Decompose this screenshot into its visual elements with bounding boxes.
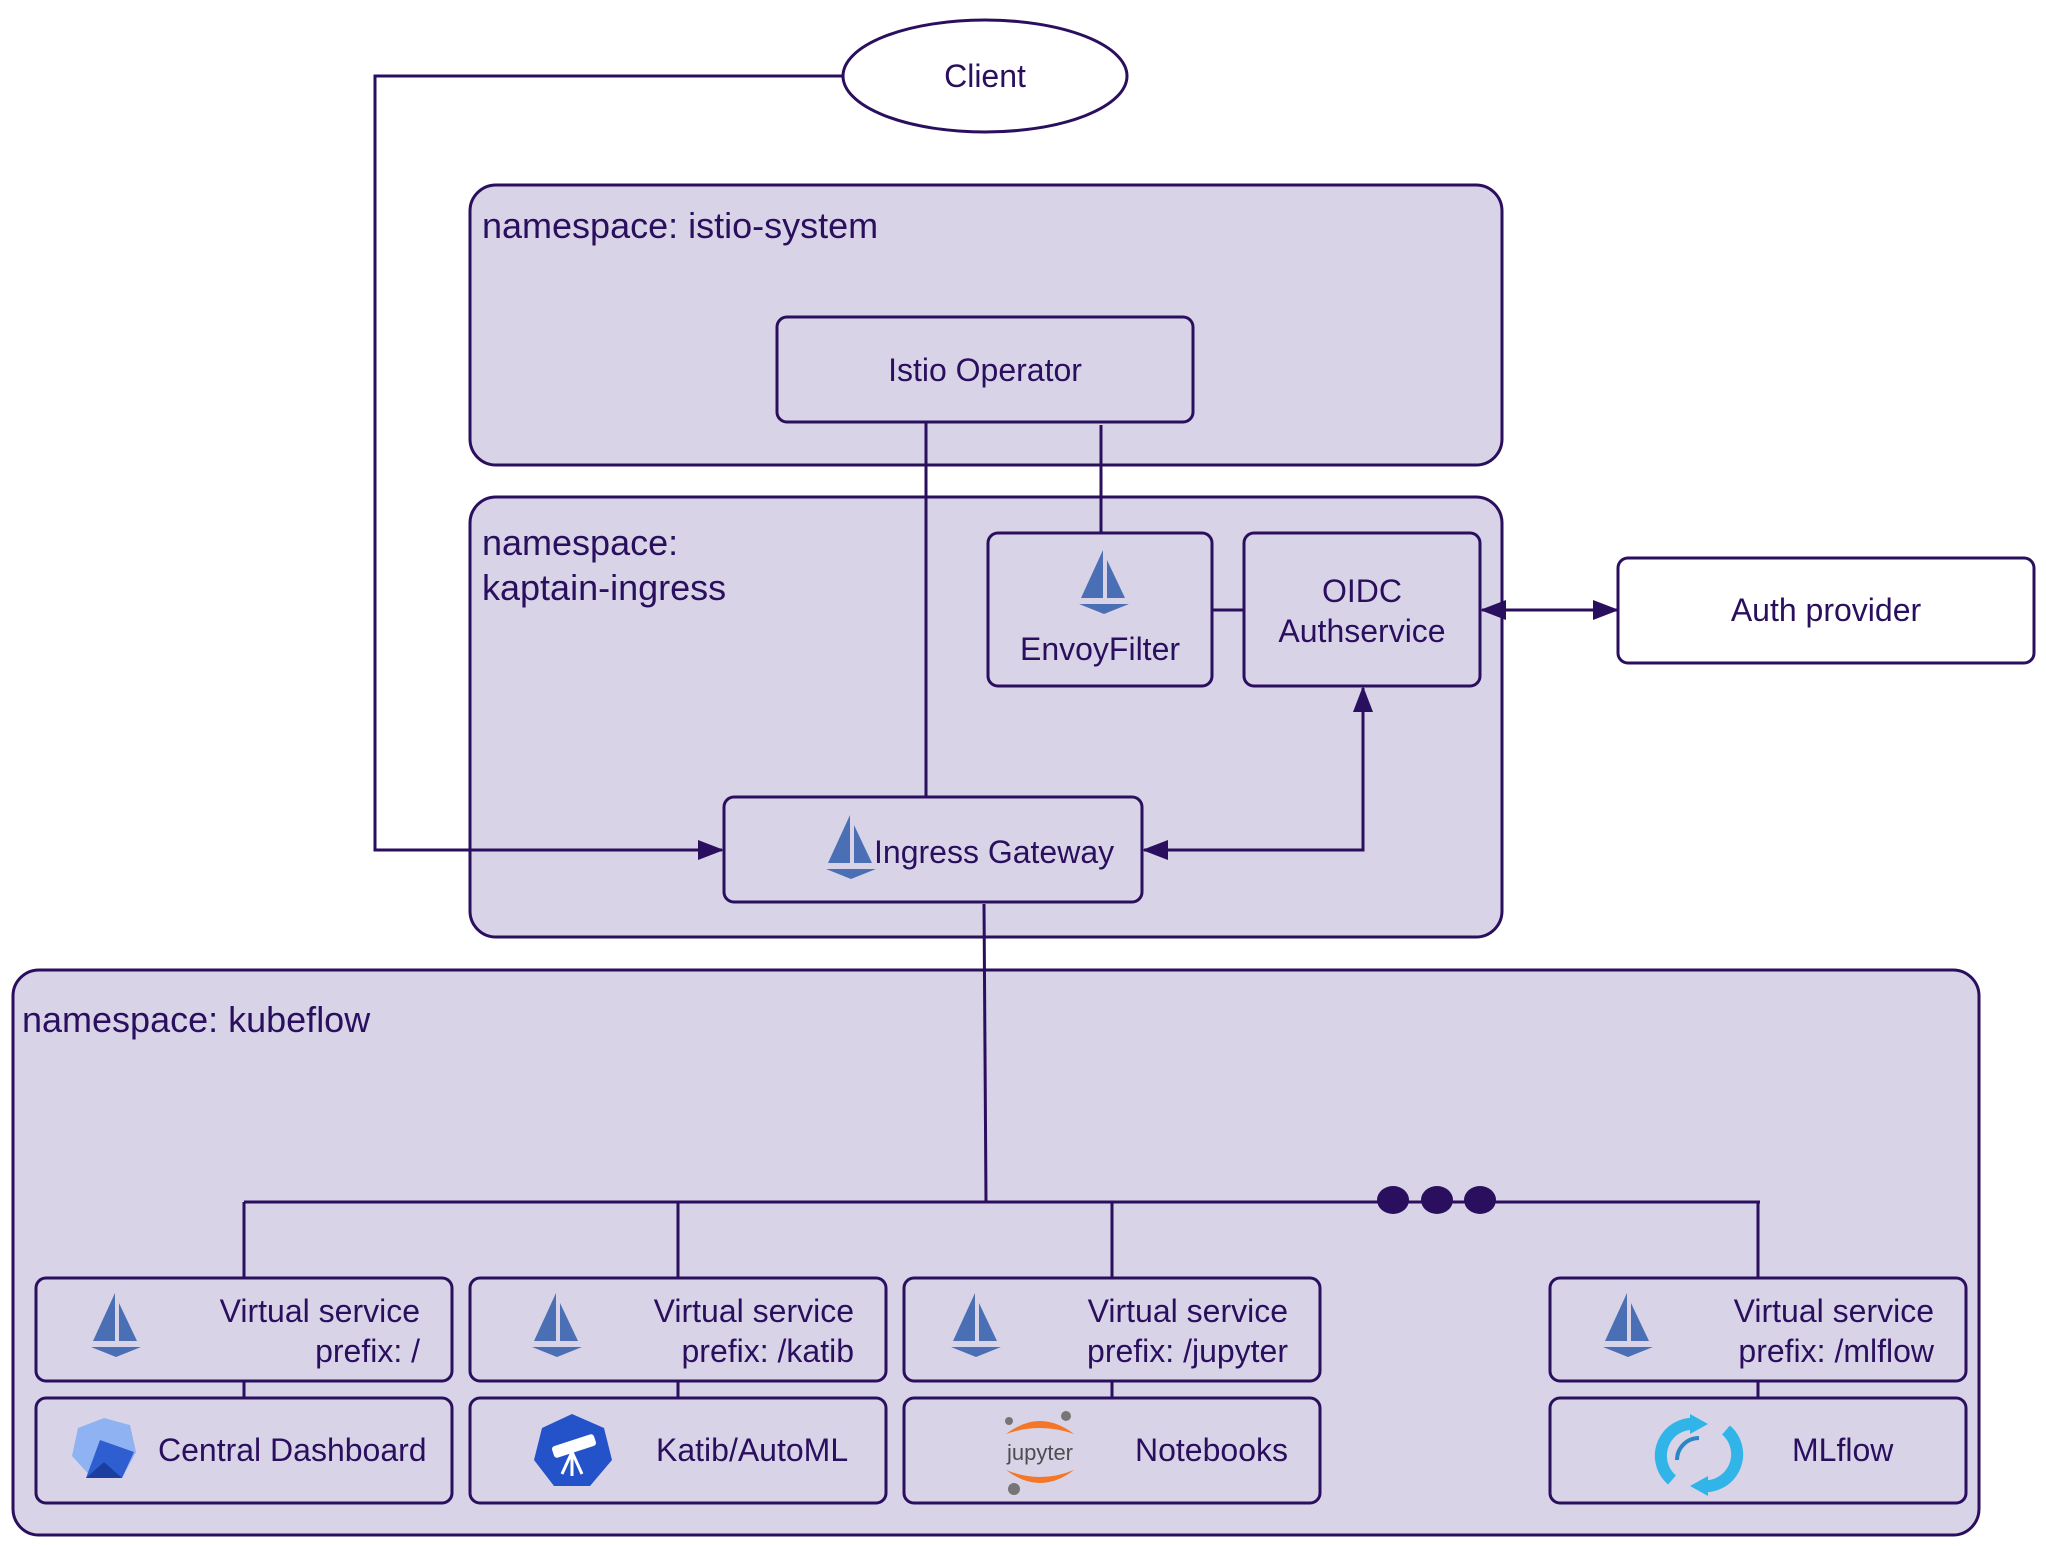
virtual-service-title: Virtual service xyxy=(220,1293,420,1329)
ingress-gateway-box: Ingress Gateway xyxy=(722,795,1144,904)
service-label: Katib/AutoML xyxy=(656,1432,848,1468)
client-label: Client xyxy=(944,58,1026,94)
gateway-to-bus-line xyxy=(982,903,988,1203)
virtual-service-title: Virtual service xyxy=(1088,1293,1288,1329)
virtual-service-title: Virtual service xyxy=(1734,1293,1934,1329)
client-to-gateway-arrow xyxy=(373,74,845,860)
namespace-kubeflow: namespace: kubeflow xyxy=(11,968,1981,1537)
katib-telescope-icon xyxy=(534,1414,612,1486)
virtual-service-prefix: prefix: / xyxy=(315,1333,420,1369)
service-central-dashboard: Central Dashboard xyxy=(34,1396,454,1505)
istio-operator-label: Istio Operator xyxy=(888,352,1082,388)
jupyter-logo-text: jupyter xyxy=(1006,1440,1073,1465)
service-notebooks: jupyter Notebooks xyxy=(902,1396,1322,1505)
istio-operator-box: Istio Operator xyxy=(775,315,1195,424)
service-label: Central Dashboard xyxy=(158,1432,427,1468)
connectors xyxy=(242,74,1760,1398)
virtual-service-prefix: prefix: /jupyter xyxy=(1087,1333,1288,1369)
namespace-kaptain-ingress-label-line2: kaptain-ingress xyxy=(482,567,726,608)
virtual-service-1: Virtual service prefix: / xyxy=(34,1276,454,1383)
service-katib: Katib/AutoML xyxy=(468,1396,888,1505)
virtual-service-title: Virtual service xyxy=(654,1293,854,1329)
namespace-kaptain-ingress-label-line1: namespace: xyxy=(482,522,678,563)
oidc-label-line2: Authservice xyxy=(1278,613,1445,649)
auth-provider-label: Auth provider xyxy=(1731,592,1922,628)
ingress-gateway-label: Ingress Gateway xyxy=(874,834,1114,870)
gateway-oidc-arrow xyxy=(1142,686,1373,860)
client-node: Client xyxy=(841,18,1129,134)
mlflow-icon xyxy=(1654,1414,1744,1496)
service-label: Notebooks xyxy=(1135,1432,1288,1468)
virtual-service-4: Virtual service prefix: /mlflow xyxy=(1548,1276,1968,1383)
jupyter-icon: jupyter xyxy=(1005,1411,1074,1495)
more-services-ellipsis xyxy=(1377,1186,1496,1214)
virtual-service-prefix: prefix: /mlflow xyxy=(1738,1333,1934,1369)
virtual-service-prefix: prefix: /katib xyxy=(681,1333,854,1369)
service-mlflow: MLflow xyxy=(1548,1396,1968,1505)
auth-provider-box: Auth provider xyxy=(1616,556,2036,665)
oidc-authservice-box: OIDC Authservice xyxy=(1242,531,1482,688)
envoyfilter-box: EnvoyFilter xyxy=(986,531,1214,688)
service-label: MLflow xyxy=(1792,1432,1894,1468)
envoyfilter-label: EnvoyFilter xyxy=(1020,631,1180,667)
central-dashboard-icon xyxy=(72,1418,136,1478)
virtual-service-2: Virtual service prefix: /katib xyxy=(468,1276,888,1383)
namespace-kubeflow-label: namespace: kubeflow xyxy=(22,999,371,1040)
virtual-service-3: Virtual service prefix: /jupyter xyxy=(902,1276,1322,1383)
namespace-istio-system-label: namespace: istio-system xyxy=(482,205,878,246)
oidc-label-line1: OIDC xyxy=(1322,573,1402,609)
